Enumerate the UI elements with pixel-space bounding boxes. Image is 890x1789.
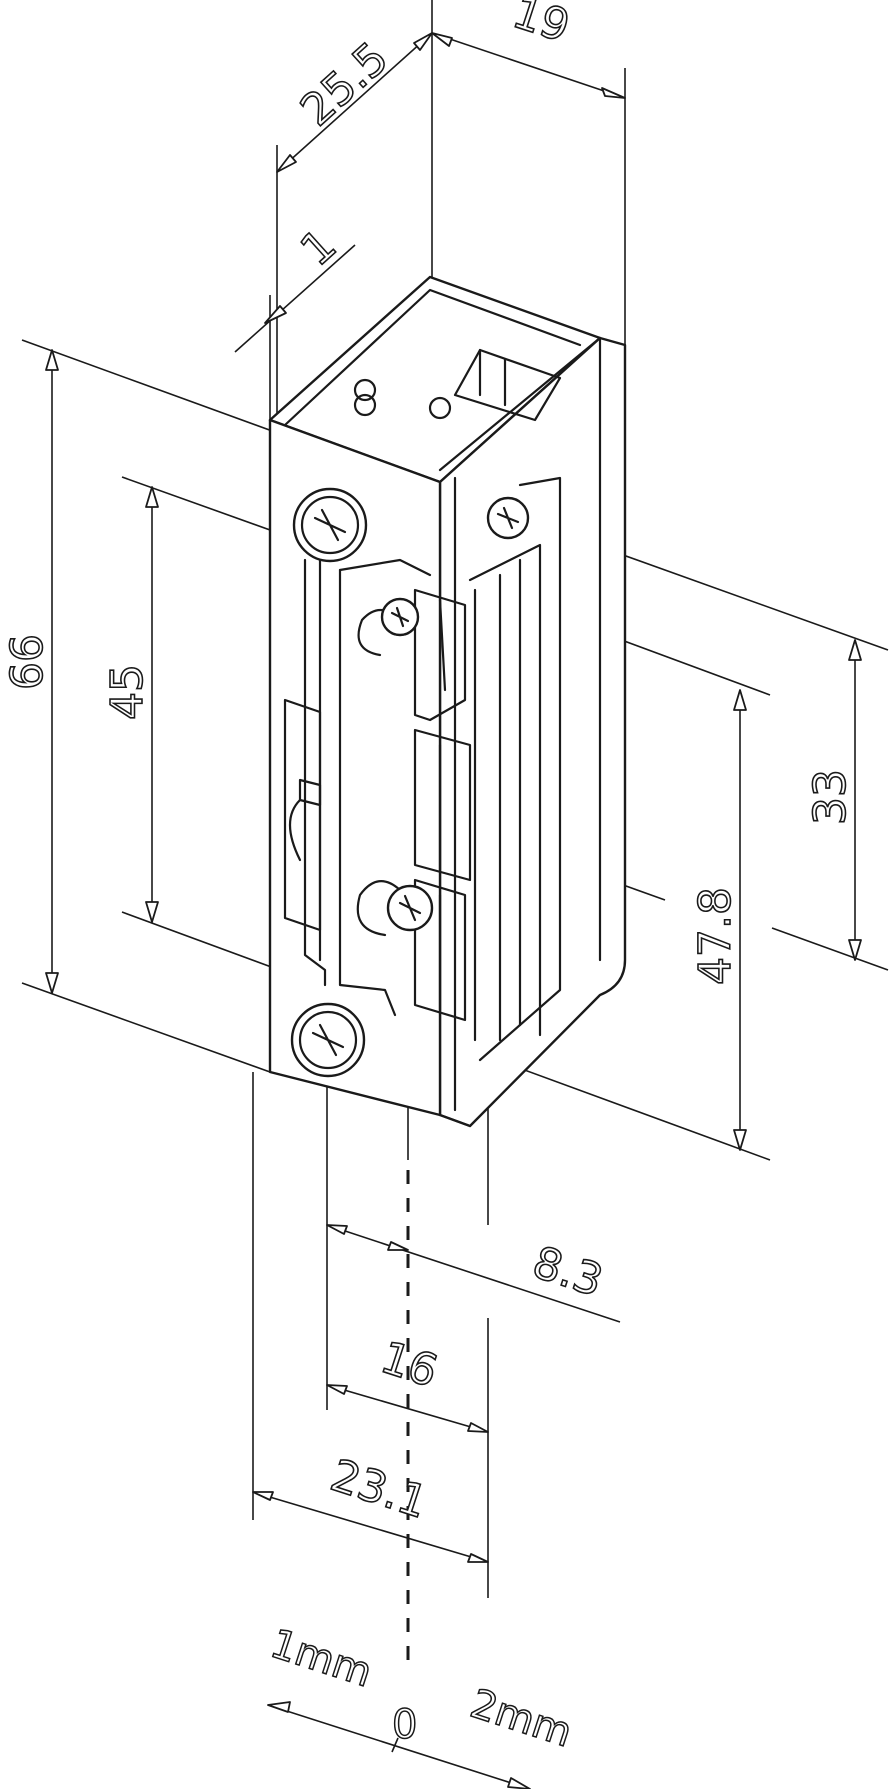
- screw-side-top: [486, 496, 530, 540]
- scale-right-label: 2mm: [465, 1681, 578, 1757]
- dim-plate-thickness: 1: [291, 220, 346, 277]
- dim-overall-height: 66: [2, 634, 53, 690]
- dim-screw-spacing: 45: [102, 664, 153, 720]
- scale-left-label: 1mm: [265, 1621, 378, 1697]
- dim-latch-length: 47.8: [690, 887, 741, 985]
- dimension-lines: [51, 32, 856, 1789]
- dimension-arrowheads: [45, 32, 862, 1789]
- screw-latch-top: [380, 597, 420, 637]
- dim-width-16: 16: [375, 1332, 444, 1398]
- screw-bottom: [290, 1002, 366, 1078]
- adjustment-scale: 1mm 0 2mm: [264, 1620, 578, 1757]
- scale-center-label: 0: [392, 1702, 417, 1748]
- screw-latch-bottom: [386, 884, 434, 932]
- dim-depth-top: 19: [507, 0, 576, 53]
- dim-width-top: 25.5: [291, 33, 398, 136]
- strike-body: [268, 275, 627, 1128]
- screw-top: [292, 487, 368, 563]
- dim-width-23: 23.1: [325, 1450, 434, 1529]
- dim-offset-bottom: 8.3: [527, 1237, 609, 1307]
- dim-latch-height: 33: [805, 769, 856, 825]
